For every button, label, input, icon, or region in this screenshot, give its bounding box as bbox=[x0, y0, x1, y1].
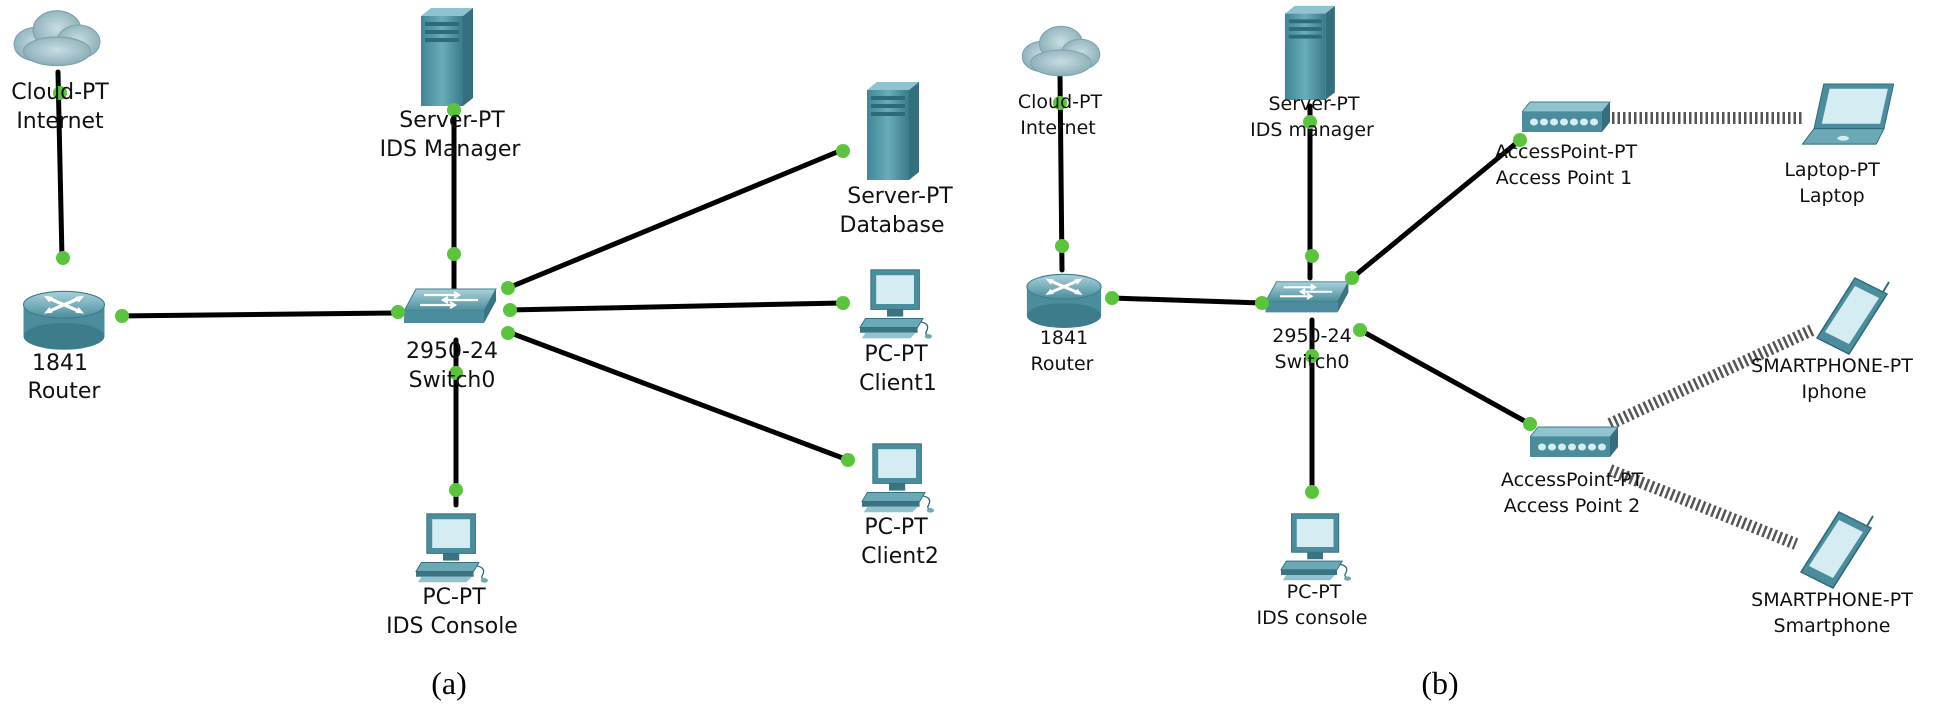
cloud-name-label: Internet bbox=[1020, 117, 1095, 139]
ap2-type-label: AccessPoint-PT bbox=[1501, 469, 1644, 491]
database-type-label: Server-PT bbox=[847, 184, 953, 209]
link-switch-client1 bbox=[505, 300, 845, 313]
ports-a bbox=[53, 86, 855, 497]
router-type-label: 1841 bbox=[32, 351, 88, 376]
router-name-label: Router bbox=[1031, 353, 1094, 375]
switch-type-label: 2950-24 bbox=[406, 339, 498, 364]
console-type-label: PC-PT bbox=[422, 585, 486, 610]
client1-name-label: Client1 bbox=[859, 371, 937, 396]
link-switch-ap2 bbox=[1357, 327, 1533, 427]
ap1-type-label: AccessPoint-PT bbox=[1495, 141, 1638, 163]
link-router-switch bbox=[1109, 295, 1265, 306]
idsmanager-type-label: Server-PT bbox=[399, 108, 505, 133]
console-name-label: IDS console bbox=[1257, 607, 1368, 629]
smartphone-icon[interactable] bbox=[1799, 510, 1874, 590]
caption-b: (b) bbox=[1421, 665, 1458, 701]
link-router-switch bbox=[117, 310, 398, 319]
pc-icon[interactable] bbox=[415, 513, 489, 584]
switch-icon[interactable] bbox=[402, 287, 498, 325]
iphone-type-label: SMARTPHONE-PT bbox=[1751, 355, 1913, 377]
caption-a: (a) bbox=[431, 665, 467, 701]
smartphone-type-label: SMARTPHONE-PT bbox=[1751, 589, 1913, 611]
router-icon[interactable] bbox=[21, 289, 107, 352]
ports-b bbox=[1053, 96, 1537, 499]
smartphone-name-label: Smartphone bbox=[1774, 615, 1891, 637]
cloud-type-label: Cloud-PT bbox=[1018, 91, 1103, 113]
iphone-name-label: Iphone bbox=[1801, 381, 1866, 403]
ap1-name-label: Access Point 1 bbox=[1496, 167, 1632, 189]
switch-icon[interactable] bbox=[1264, 280, 1350, 314]
cloud-name-label: Internet bbox=[16, 109, 104, 134]
link-switch-client2 bbox=[505, 329, 851, 463]
cloud-icon[interactable] bbox=[1021, 25, 1101, 77]
access-point-icon[interactable] bbox=[1530, 426, 1619, 458]
pc-icon[interactable] bbox=[861, 443, 935, 514]
console-name-label: IDS Console bbox=[386, 614, 518, 639]
link-switch-ap1 bbox=[1349, 137, 1523, 281]
link-cloud-router bbox=[55, 69, 65, 261]
laptop-name-label: Laptop bbox=[1799, 185, 1864, 207]
router-icon[interactable] bbox=[1025, 272, 1103, 330]
idsmanager-name-label: IDS Manager bbox=[380, 137, 522, 162]
ap2-name-label: Access Point 2 bbox=[1504, 495, 1640, 517]
access-point-icon[interactable] bbox=[1522, 101, 1611, 133]
server-icon[interactable] bbox=[1284, 5, 1335, 100]
console-type-label: PC-PT bbox=[1287, 581, 1342, 603]
client2-type-label: PC-PT bbox=[864, 515, 928, 540]
diagram-a: Cloud-PT Internet 1841 Router Server-PT … bbox=[11, 8, 953, 701]
laptop-icon[interactable] bbox=[1801, 83, 1895, 145]
diagram-b: Cloud-PT Internet 1841 Router Server-PT … bbox=[1018, 5, 1913, 701]
switch-name-label: Switch0 bbox=[1275, 351, 1350, 373]
pc-icon[interactable] bbox=[859, 269, 933, 340]
smartphone-icon[interactable] bbox=[1815, 276, 1890, 356]
server-icon[interactable] bbox=[867, 82, 919, 180]
idsmanager-type-label: Server-PT bbox=[1268, 93, 1359, 115]
server-icon[interactable] bbox=[421, 8, 473, 106]
client1-type-label: PC-PT bbox=[864, 342, 928, 367]
cloud-type-label: Cloud-PT bbox=[11, 80, 109, 105]
switch-type-label: 2950-24 bbox=[1272, 325, 1351, 347]
laptop-type-label: Laptop-PT bbox=[1784, 159, 1880, 181]
wireless-ap2-iphone bbox=[1607, 324, 1815, 430]
wireless-links-b bbox=[1607, 112, 1815, 550]
wireless-ap2-smartphone bbox=[1607, 464, 1799, 550]
switch-name-label: Switch0 bbox=[409, 368, 496, 393]
router-type-label: 1841 bbox=[1040, 327, 1088, 349]
database-name-label: Database bbox=[840, 213, 945, 238]
cloud-icon[interactable] bbox=[13, 10, 101, 67]
router-name-label: Router bbox=[28, 379, 102, 404]
client2-name-label: Client2 bbox=[861, 544, 939, 569]
pc-icon[interactable] bbox=[1280, 513, 1352, 582]
idsmanager-name-label: IDS manager bbox=[1250, 119, 1374, 141]
link-switch-database bbox=[505, 147, 845, 291]
